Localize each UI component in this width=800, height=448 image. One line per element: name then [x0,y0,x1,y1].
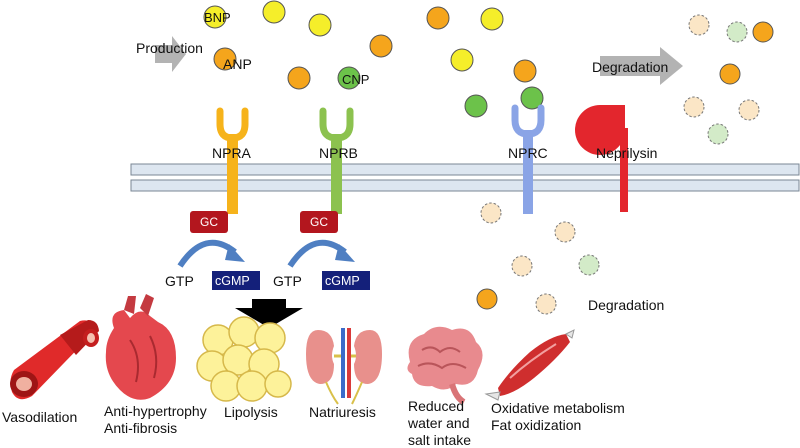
gtp-label-a: GTP [165,273,194,289]
degraded-peptides [480,14,760,315]
cgmp-box-a: cGMP [212,271,260,290]
production-arrow-icon [155,36,186,72]
conversion-arrow-b [287,239,355,268]
degradation-arrow-icon [600,47,683,85]
production-label: Production [136,40,203,56]
bnp-molecule [308,13,332,37]
bnp-label: BNP [204,10,231,25]
degraded-anp [554,221,576,243]
fat-cells-icon [196,316,292,402]
cell-membrane [130,163,800,192]
svg-text:cGMP: cGMP [215,274,250,288]
degraded-cnp [726,21,748,43]
degraded-cnp [578,254,600,276]
degraded-anp [738,99,760,121]
anp-molecule [476,288,498,310]
degraded-anp [683,96,705,118]
nprc-receptor [511,104,545,214]
nprc-label: NPRC [508,145,548,161]
brain-icon [407,326,483,405]
bnp-molecule [480,7,504,31]
anp-molecule [426,6,450,30]
cnp-molecule [337,66,361,90]
anp-molecule [719,63,741,85]
natriuresis-label: Natriuresis [309,404,376,420]
down-arrow-icon [235,299,303,328]
anp-molecule [287,66,311,90]
degraded-anp [511,255,533,277]
reduced-label-1: Reduced [408,398,464,414]
anp-molecule [213,47,237,71]
neprilysin-enzyme [575,105,628,212]
npra-label: NPRA [212,145,252,161]
muscle-icon [484,329,575,401]
gtp-label-b: GTP [273,273,302,289]
oxidative-metabolism-label: Oxidative metabolism [491,400,625,416]
kidneys-icon [306,328,382,405]
degradation-top-label: Degradation [592,59,668,75]
gc-box-b: GC [300,211,338,233]
fat-oxidization-label: Fat oxidization [491,417,581,433]
cnp-molecule [464,94,488,118]
degraded-anp [535,293,557,315]
bnp-molecule [203,5,227,29]
reduced-label-3: salt intake [408,432,471,448]
anti-hypertrophy-label: Anti-hypertrophy [104,403,207,419]
svg-text:cGMP: cGMP [325,274,360,288]
svg-text:GC: GC [310,215,328,229]
neprilysin-label: Neprilysin [596,145,657,161]
anp-molecule [513,59,537,83]
cnp-label: CNP [342,72,369,87]
degraded-cnp [707,123,729,145]
anp-molecule [752,21,774,43]
conversion-arrow-a [177,239,245,268]
gc-box-a: GC [190,211,228,233]
lipolysis-label: Lipolysis [224,404,278,420]
vasodilation-label: Vasodilation [2,409,77,425]
nprb-label: NPRB [319,145,358,161]
anp-molecule [369,34,393,58]
cgmp-box-b: cGMP [322,271,370,290]
nprb-receptor [319,107,354,214]
degradation-mid-label: Degradation [588,297,664,313]
bnp-molecule [450,48,474,72]
peptide-molecules [203,0,774,310]
cnp-molecule [520,86,544,110]
anti-fibrosis-label: Anti-fibrosis [104,420,177,436]
heart-icon [105,294,176,400]
bnp-molecule [262,0,286,24]
reduced-label-2: water and [407,415,469,431]
npra-receptor [216,107,249,214]
blood-vessel-icon [10,320,99,400]
degraded-anp [480,202,502,224]
svg-text:GC: GC [200,215,218,229]
degraded-anp [688,14,710,36]
anp-label: ANP [223,56,252,72]
